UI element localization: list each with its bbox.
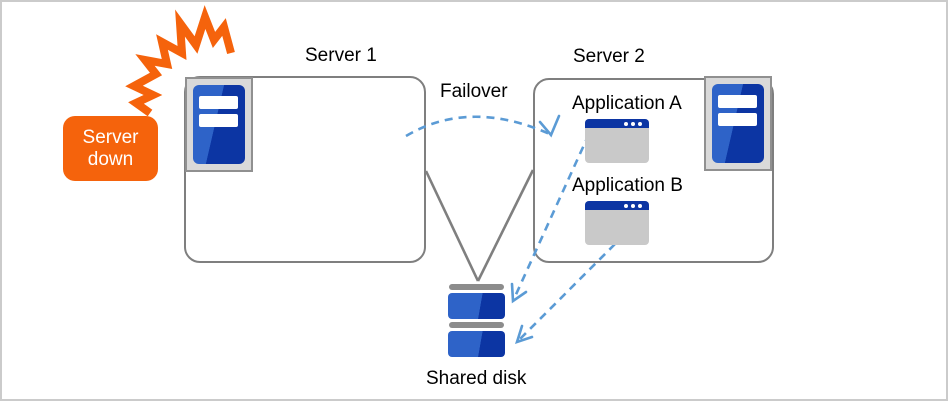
server-icon — [185, 77, 253, 172]
window-dot — [624, 204, 628, 208]
server-down-badge: Server down — [63, 116, 158, 181]
server-slot-bar — [199, 96, 238, 109]
app-a-arrowhead-icon — [510, 282, 528, 304]
server-down-line1: Server — [82, 126, 139, 148]
server2-to-disk-line — [476, 169, 535, 282]
window-dot — [638, 204, 642, 208]
disk-cap — [449, 322, 504, 328]
server-icon — [704, 76, 772, 171]
server-down-line2: down — [87, 148, 134, 170]
app-b-arrowhead-icon — [515, 324, 534, 345]
server-chassis — [193, 85, 245, 164]
app-window-icon — [585, 119, 649, 163]
server-slot-bar — [199, 114, 238, 127]
disk-platter — [448, 293, 505, 319]
app-window-icon — [585, 201, 649, 245]
disk-platter — [448, 331, 505, 357]
server-slot-bar — [718, 95, 757, 108]
server1-to-disk-line — [424, 170, 480, 282]
window-buttons-icon — [624, 204, 642, 208]
window-dot — [638, 122, 642, 126]
window-buttons-icon — [624, 122, 642, 126]
server-chassis — [712, 84, 764, 163]
server-slot-bar — [718, 113, 757, 126]
server2-label: Server 2 — [573, 46, 645, 67]
application-b-label: Application B — [572, 175, 683, 196]
shared-disk-label: Shared disk — [426, 368, 527, 389]
window-dot — [624, 122, 628, 126]
failover-label: Failover — [440, 81, 508, 102]
disk-cap — [449, 284, 504, 290]
app-window-titlebar — [585, 119, 649, 128]
window-dot — [631, 122, 635, 126]
app-window-titlebar — [585, 201, 649, 210]
application-a-label: Application A — [572, 93, 682, 114]
failover-arc — [405, 115, 553, 138]
window-dot — [631, 204, 635, 208]
disk-stack-icon — [448, 284, 505, 357]
server1-label: Server 1 — [305, 45, 377, 66]
